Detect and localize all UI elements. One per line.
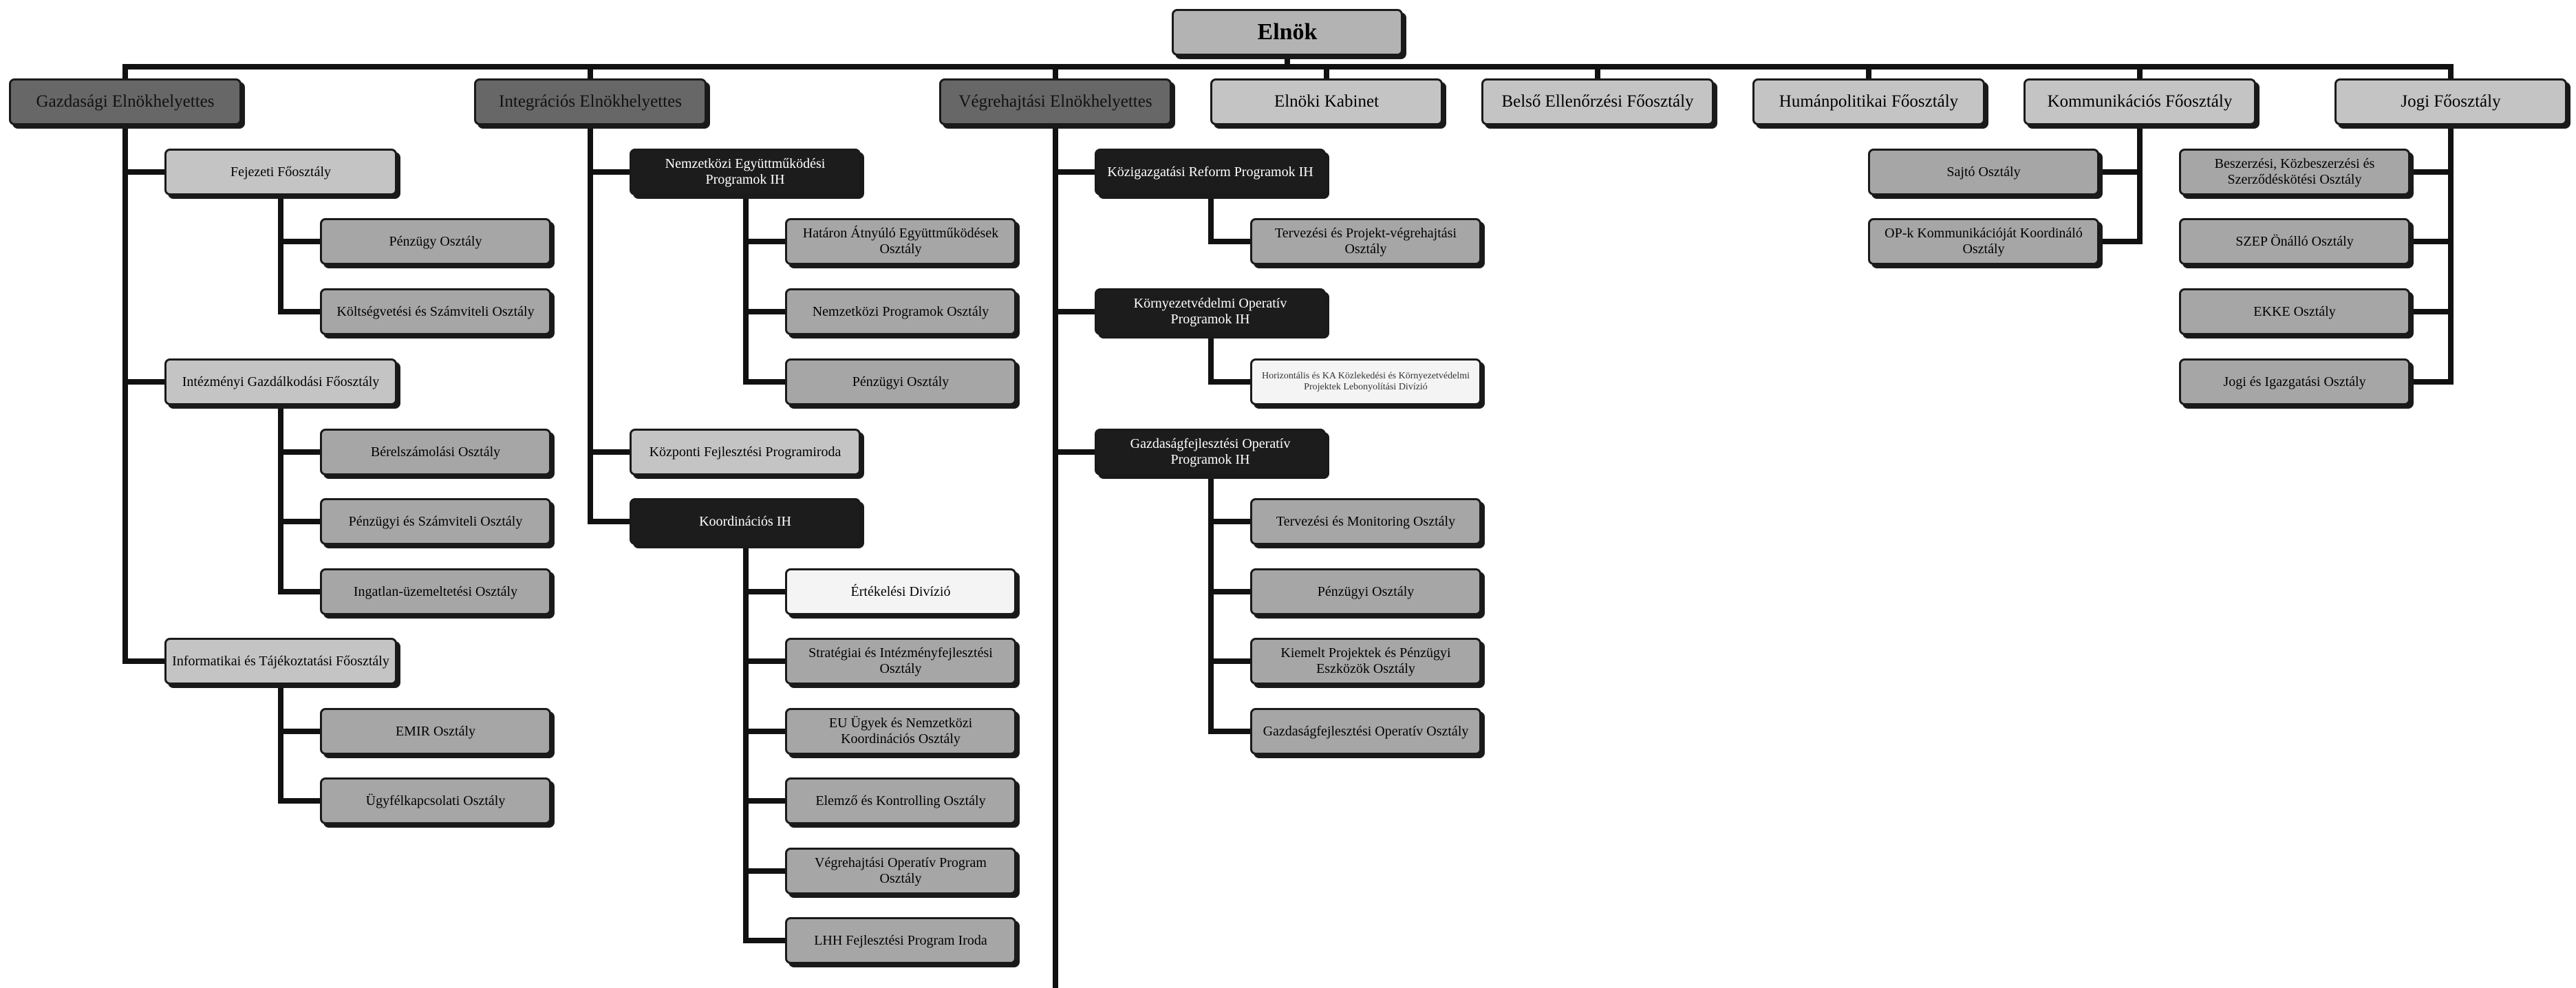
penzugyi-szamviteli-label: Pénzügyi és Számviteli Osztály — [348, 513, 523, 529]
horizontalis-label: Horizontális és KA Közlekedési és Környe… — [1261, 370, 1470, 392]
ertekelesi-box: Értékelési Divízió — [785, 568, 1016, 615]
penzugy-osztaly-box: Pénzügy Osztály — [320, 218, 551, 265]
vegrehajtasi-penzugyi-box: Pénzügyi Osztály — [1250, 568, 1481, 615]
jogi-igazgatasi-box: Jogi és Igazgatási Osztály — [2179, 358, 2410, 405]
tervezesi-monitoring-label: Tervezési és Monitoring Osztály — [1276, 513, 1456, 529]
jogi-box: Jogi Főosztály — [2334, 78, 2567, 125]
informatikai-box: Informatikai és Tájékoztatási Főosztály — [164, 638, 397, 685]
nemzetkozi-programok-label: Nemzetközi Programok Osztály — [812, 303, 989, 319]
nemzetkozi-ih-box: Nemzetközi Együttműködési Programok IH — [630, 149, 861, 195]
elnoki-kabinet-label: Elnöki Kabinet — [1274, 92, 1380, 111]
ertekelesi-label: Értékelési Divízió — [850, 583, 951, 599]
op-k-label: OP-k Kommunikációját Koordináló Osztály — [1885, 226, 2083, 257]
informatikai-label: Informatikai és Tájékoztatási Főosztály — [172, 653, 389, 669]
vegrehajtasi-deputy-box: Végrehajtási Elnökhelyettes — [939, 78, 1172, 125]
penzugyi-szamviteli-box: Pénzügyi és Számviteli Osztály — [320, 498, 551, 545]
ingatlan-box: Ingatlan-üzemeltetési Osztály — [320, 568, 551, 615]
tervezesi-projekt-box: Tervezési és Projekt-végrehajtási Osztál… — [1250, 218, 1481, 265]
integracios-deputy-label: Integrációs Elnökhelyettes — [499, 92, 682, 111]
tervezesi-monitoring-box: Tervezési és Monitoring Osztály — [1250, 498, 1481, 545]
gazdasagfejl-ih-box: Gazdaságfejlesztési Operatív Programok I… — [1095, 429, 1326, 475]
vop-box: Végrehajtási Operatív Program Osztály — [785, 848, 1016, 894]
strategiai-box: Stratégiai és Intézményfejlesztési Osztá… — [785, 638, 1016, 685]
op-k-box: OP-k Kommunikációját Koordináló Osztály — [1868, 218, 2099, 265]
kozigazgatasi-ih-box: Közigazgatási Reform Programok IH — [1095, 149, 1326, 195]
elemzo-box: Elemző és Kontrolling Osztály — [785, 777, 1016, 824]
tervezesi-projekt-label: Tervezési és Projekt-végrehajtási Osztál… — [1274, 226, 1457, 257]
koordinacios-ih-label: Koordinációs IH — [699, 513, 791, 529]
hataron-box: Határon Átnyúló Együttműködések Osztály — [785, 218, 1016, 265]
belso-ellenorzesi-box: Belső Ellenőrzési Főosztály — [1481, 78, 1714, 125]
intezmenyi-box: Intézményi Gazdálkodási Főosztály — [164, 358, 397, 405]
jogi-igazgatasi-label: Jogi és Igazgatási Osztály — [2223, 374, 2366, 389]
kiemelt-box: Kiemelt Projektek és Pénzügyi Eszközök O… — [1250, 638, 1481, 685]
szep-box: SZEP Önálló Osztály — [2179, 218, 2410, 265]
ekke-label: EKKE Osztály — [2253, 303, 2336, 319]
humanpolitikai-box: Humánpolitikai Főosztály — [1752, 78, 1985, 125]
kornyezet-ih-label: Környezetvédelmi Operatív Programok IH — [1133, 296, 1287, 327]
integracios-deputy-box: Integrációs Elnökhelyettes — [474, 78, 707, 125]
eu-ugyek-box: EU Ügyek és Nemzetközi Koordinációs Oszt… — [785, 708, 1016, 755]
integracios-penzugyi-box: Pénzügyi Osztály — [785, 358, 1016, 405]
strategiai-label: Stratégiai és Intézményfejlesztési Osztá… — [808, 645, 993, 676]
beszerzesi-label: Beszerzési, Közbeszerzési és Szerződéskö… — [2214, 156, 2375, 187]
kozigazgatasi-ih-label: Közigazgatási Reform Programok IH — [1107, 164, 1313, 180]
fejezeti-label: Fejezeti Főosztály — [230, 164, 332, 180]
elnok-box: Elnök — [1172, 9, 1403, 56]
vegrehajtasi-deputy-label: Végrehajtási Elnökhelyettes — [958, 92, 1152, 111]
horizontalis-box: Horizontális és KA Közlekedési és Környe… — [1250, 358, 1481, 405]
koltsegvetesi-label: Költségvetési és Számviteli Osztály — [336, 303, 535, 319]
ugyfelkapcsolati-box: Ügyfélkapcsolati Osztály — [320, 777, 551, 824]
vop-label: Végrehajtási Operatív Program Osztály — [815, 855, 987, 886]
humanpolitikai-label: Humánpolitikai Főosztály — [1779, 92, 1959, 111]
integracios-penzugyi-label: Pénzügyi Osztály — [852, 374, 949, 389]
gop-osztaly-label: Gazdaságfejlesztési Operatív Osztály — [1263, 723, 1469, 739]
kommunikacios-box: Kommunikációs Főosztály — [2024, 78, 2256, 125]
sajto-box: Sajtó Osztály — [1868, 149, 2099, 195]
jogi-label: Jogi Főosztály — [2401, 92, 2501, 111]
elemzo-label: Elemző és Kontrolling Osztály — [815, 793, 986, 808]
kiemelt-label: Kiemelt Projektek és Pénzügyi Eszközök O… — [1280, 645, 1451, 676]
lhh-label: LHH Fejlesztési Program Iroda — [814, 932, 987, 948]
fejezeti-box: Fejezeti Főosztály — [164, 149, 397, 195]
szep-label: SZEP Önálló Osztály — [2235, 233, 2354, 249]
kozponti-label: Központi Fejlesztési Programiroda — [649, 444, 841, 460]
nemzetkozi-programok-box: Nemzetközi Programok Osztály — [785, 288, 1016, 335]
gazdasagi-deputy-label: Gazdasági Elnökhelyettes — [36, 92, 215, 111]
kommunikacios-label: Kommunikációs Főosztály — [2047, 92, 2233, 111]
hataron-label: Határon Átnyúló Együttműködések Osztály — [802, 226, 999, 257]
nemzetkozi-ih-label: Nemzetközi Együttműködési Programok IH — [665, 156, 826, 187]
kozponti-box: Központi Fejlesztési Programiroda — [630, 429, 861, 475]
beszerzesi-box: Beszerzési, Közbeszerzési és Szerződéskö… — [2179, 149, 2410, 195]
intezmenyi-label: Intézményi Gazdálkodási Főosztály — [182, 374, 380, 389]
gazdasagi-deputy-box: Gazdasági Elnökhelyettes — [9, 78, 242, 125]
koltsegvetesi-box: Költségvetési és Számviteli Osztály — [320, 288, 551, 335]
eu-ugyek-label: EU Ügyek és Nemzetközi Koordinációs Oszt… — [828, 716, 973, 747]
koordinacios-ih-box: Koordinációs IH — [630, 498, 861, 545]
emir-box: EMIR Osztály — [320, 708, 551, 755]
berelszamolasi-label: Bérelszámolási Osztály — [370, 444, 501, 460]
ugyfelkapcsolati-label: Ügyfélkapcsolati Osztály — [365, 793, 506, 808]
gop-osztaly-box: Gazdaságfejlesztési Operatív Osztály — [1250, 708, 1481, 755]
gazdasagfejl-ih-label: Gazdaságfejlesztési Operatív Programok I… — [1130, 436, 1291, 467]
ekke-box: EKKE Osztály — [2179, 288, 2410, 335]
berelszamolasi-box: Bérelszámolási Osztály — [320, 429, 551, 475]
elnoki-kabinet-box: Elnöki Kabinet — [1210, 78, 1443, 125]
penzugy-osztaly-label: Pénzügy Osztály — [389, 233, 482, 249]
vegrehajtasi-penzugyi-label: Pénzügyi Osztály — [1317, 583, 1415, 599]
sajto-label: Sajtó Osztály — [1946, 164, 2021, 180]
ingatlan-label: Ingatlan-üzemeltetési Osztály — [353, 583, 518, 599]
lhh-box: LHH Fejlesztési Program Iroda — [785, 917, 1016, 964]
kornyezet-ih-box: Környezetvédelmi Operatív Programok IH — [1095, 288, 1326, 335]
emir-label: EMIR Osztály — [395, 723, 476, 739]
elnok-label: Elnök — [1257, 19, 1318, 45]
belso-ellenorzesi-label: Belső Ellenőrzési Főosztály — [1501, 92, 1694, 111]
